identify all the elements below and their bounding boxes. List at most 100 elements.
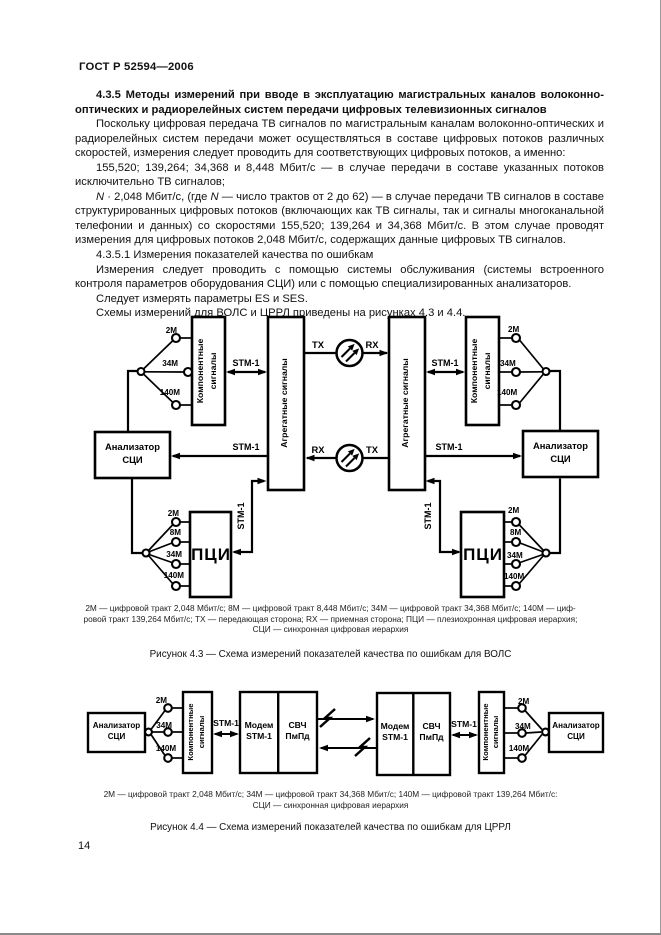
port-34m <box>510 366 522 378</box>
port-label-34m: 34М <box>166 550 182 559</box>
body-text: 4.3.5 Методы измерений при вводе в экспл… <box>75 88 604 321</box>
analyzer-label: Анализатор <box>93 721 141 730</box>
analyzer-sdh-box-left: Анализатор СЦИ <box>93 430 172 480</box>
paragraph: 155,520; 139,264; 34,368 и 8,448 Мбит/с … <box>75 161 604 189</box>
port-34m <box>182 366 194 378</box>
rx-label: RX <box>311 444 325 455</box>
svch-label2: ПмПд <box>419 732 444 742</box>
port-label-2m: 2М <box>156 696 168 705</box>
figure-4-4-diagram: Анализатор СЦИ 2М 34М 140М Компонентные … <box>86 690 605 777</box>
analyzer-label2: СЦИ <box>550 453 571 464</box>
doc-id: ГОСТ Р 52594—2006 <box>79 61 194 73</box>
port-2m <box>170 332 182 344</box>
port-label-2m: 2М <box>168 509 180 518</box>
page-number: 14 <box>78 840 91 852</box>
subsection-heading: 4.3.5.1 Измерения показателей качества п… <box>96 249 374 262</box>
stm1-link-top-left: STM-1 <box>226 358 267 376</box>
port-140m <box>510 399 522 411</box>
port-2m <box>517 703 527 713</box>
component-signals-box-right: Компонентные сигналы <box>464 315 501 427</box>
component-label: Компонентные <box>481 703 490 761</box>
var-n: N <box>210 190 219 203</box>
analyzer-sdh-box-right: Анализатор СЦИ <box>521 429 600 479</box>
port-2m <box>510 332 522 344</box>
radio-link-forward <box>317 708 375 728</box>
radio-bolt-icon <box>354 737 371 757</box>
port-label-140m: 140М <box>497 388 518 397</box>
optical-path-forward: ТХ RX <box>304 338 389 368</box>
modem-svch-box-left: Модем STM-1 СВЧ ПмПд <box>238 690 319 775</box>
rx-label: RX <box>365 339 379 350</box>
tributary-fan-top-left: 2М 34М 140М <box>126 326 194 431</box>
paragraph: Измерения следует проводить с помощью си… <box>75 263 604 291</box>
optical-attenuator-icon <box>335 338 364 368</box>
port-label-34m: 34М <box>515 722 531 731</box>
port-label-2m: 2М <box>166 326 178 335</box>
port-label-140m: 140М <box>504 572 525 581</box>
analyzer-label: Анализатор <box>552 721 600 730</box>
port-label-34m: 34М <box>507 551 523 560</box>
component-label2: сигналы <box>208 353 218 390</box>
tx-label: ТХ <box>366 444 379 455</box>
analyzer-sdh-box-left: Анализатор СЦИ <box>86 711 147 754</box>
stm1-link-right: STM-1 <box>451 719 478 739</box>
tributary-fan-top-right: 2М 34М 140М <box>497 325 562 430</box>
aggregate-signals-box-left: Агрегатные сигналы <box>266 315 306 492</box>
port-8m <box>510 536 522 548</box>
stm1-to-analyzer-left: STM-1 <box>171 442 268 460</box>
port-label-2m: 2М <box>518 697 530 706</box>
fan-node <box>141 548 151 558</box>
aggregate-label: Агрегатные сигналы <box>279 358 289 447</box>
component-label2: сигналы <box>491 715 500 748</box>
stm1-to-pdh-left: STM-1 <box>232 477 267 556</box>
port-label-34m: 34М <box>156 721 172 730</box>
modem-label: Модем <box>245 720 274 730</box>
component-label: Компонентные <box>186 703 195 761</box>
port-2m <box>510 516 522 528</box>
aggregate-label: Агрегатные сигналы <box>400 358 410 447</box>
var-n: N <box>96 190 105 203</box>
port-label-8m: 8М <box>170 528 182 537</box>
port-2m <box>163 703 173 713</box>
stm1-label: STM-1 <box>451 719 477 729</box>
port-140m <box>163 753 173 763</box>
stm1-to-analyzer-right: STM-1 <box>425 442 522 460</box>
component-label: Компонентные <box>469 339 479 404</box>
analyzer-label2: СЦИ <box>108 732 126 741</box>
fan-node <box>541 548 551 558</box>
component-label2: сигналы <box>197 715 206 748</box>
svch-label: СВЧ <box>422 721 440 731</box>
stm1-label: STM-1 <box>436 442 463 452</box>
component-signals-box-right: Компонентные сигналы <box>477 690 506 775</box>
tributary-fan-right: 2М 34М 140М <box>504 697 550 763</box>
fan-node <box>541 366 551 377</box>
modem-label2: STM-1 <box>246 731 272 741</box>
tributary-fan-bottom-right: 2М 8М 34М 140М <box>504 478 562 592</box>
stm1-to-pdh-right: STM-1 <box>423 477 461 556</box>
aggregate-signals-box-right: Агрегатные сигналы <box>387 315 427 492</box>
tributary-fan-left: 2М 34М 140М <box>144 696 184 763</box>
analyzer-sdh-box-right: Анализатор СЦИ <box>547 711 605 754</box>
stm1-link-top-right: STM-1 <box>426 358 465 376</box>
component-signals-box-left: Компонентные сигналы <box>190 315 227 427</box>
modem-label2: STM-1 <box>382 732 408 742</box>
stm1-label: STM-1 <box>213 718 239 728</box>
port-34m <box>510 558 522 570</box>
pdh-box-right: ПЦИ <box>459 510 506 599</box>
port-34m <box>170 558 182 570</box>
port-140m <box>170 399 182 411</box>
stm1-label: STM-1 <box>236 503 246 530</box>
analyzer-label2: СЦИ <box>567 732 585 741</box>
modem-svch-box-right: Модем STM-1 СВЧ ПмПд <box>375 691 452 777</box>
port-140m <box>517 753 527 763</box>
stm1-link-left: STM-1 <box>213 718 239 738</box>
port-label-34m: 34М <box>500 359 516 368</box>
port-2m <box>170 516 182 528</box>
tributary-fan-bottom-left: 2М 8М 34М 140М <box>130 478 191 592</box>
port-140m <box>170 580 182 592</box>
fan-node <box>144 727 153 737</box>
optical-path-return: RX ТХ <box>305 443 389 473</box>
svch-label2: ПмПд <box>285 731 310 741</box>
port-34m <box>163 727 173 737</box>
